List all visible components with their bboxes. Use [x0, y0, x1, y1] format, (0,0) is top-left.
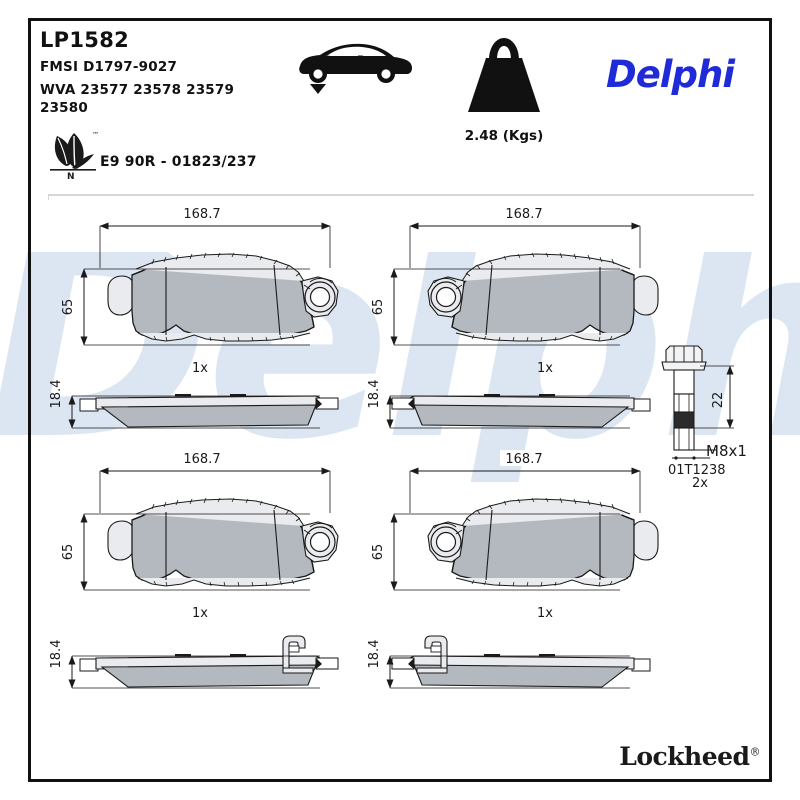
dim-height-bottom-left: 65 — [61, 544, 76, 561]
weight-value: 2.48 (Kgs) — [464, 128, 544, 144]
pad-bottom-left-view: 168.7 65 1x — [61, 450, 339, 621]
dim-thickness-bottom-left: 18.4 — [49, 640, 64, 669]
svg-text:™: ™ — [92, 131, 99, 139]
dim-height-top-right: 65 — [371, 299, 386, 316]
accessory-part-number: 01T1238 — [668, 463, 726, 478]
accessory-quantity: 2x — [692, 476, 708, 491]
header-divider — [48, 194, 754, 200]
dim-length-top-right: 168.7 — [505, 207, 542, 222]
dim-bolt-length: 22 — [711, 392, 726, 409]
pad-bottom-left-side-view: 18.4 — [49, 635, 339, 689]
dim-length-top-left: 168.7 — [183, 207, 220, 222]
eco-leaf-icon: N ™ — [50, 131, 99, 180]
bolt-accessory-view: 22 M8x1 01T1238 2x — [661, 345, 747, 491]
page-border — [28, 18, 772, 782]
weight-kettlebell-icon — [468, 38, 540, 112]
fmsi-reference: FMSI D1797-9027 — [40, 59, 178, 75]
qty-bottom-right: 1x — [537, 606, 553, 621]
registered-mark: ® — [749, 745, 761, 759]
svg-text:N: N — [67, 172, 75, 180]
qty-bottom-left: 1x — [192, 606, 208, 621]
approval-row: N ™ E9 90R - 01823/237 — [48, 128, 448, 184]
dim-length-bottom-left: 168.7 — [183, 452, 220, 467]
product-code: LP1582 — [40, 28, 130, 52]
pad-bottom-right-side-view: 18.4 — [367, 635, 651, 689]
dim-length-bottom-right: 168.7 — [505, 452, 542, 467]
dim-thickness-top-right: 18.4 — [367, 380, 382, 409]
pad-bottom-right-view: 168.7 65 1x — [371, 450, 659, 621]
dim-height-bottom-right: 65 — [371, 544, 386, 561]
pad-top-left-view: 168.7 65 1x — [61, 205, 339, 376]
pad-top-right-view: 168.7 65 1x — [371, 205, 659, 376]
pad-top-left-side-view: 18.4 — [49, 380, 339, 429]
lockheed-wordmark: Lockheed — [619, 742, 750, 771]
wva-reference: WVA 23577 23578 23579 23580 — [40, 82, 235, 116]
delphi-logo: Delphi — [606, 53, 735, 96]
pad-top-right-side-view: 18.4 — [367, 380, 651, 429]
header: LP1582 FMSI D1797-9027 WVA 23577 23578 2… — [40, 28, 762, 188]
dim-thickness-top-left: 18.4 — [49, 380, 64, 409]
dim-height-top-left: 65 — [61, 299, 76, 316]
dim-thickness-bottom-right: 18.4 — [367, 640, 382, 669]
lockheed-logo: Lockheed® — [600, 742, 760, 771]
front-axle-car-icon — [299, 43, 412, 94]
bolt-thread-spec: M8x1 — [706, 442, 747, 460]
qty-top-right: 1x — [537, 361, 553, 376]
qty-top-left: 1x — [192, 361, 208, 376]
approval-code: E9 90R - 01823/237 — [100, 154, 257, 170]
